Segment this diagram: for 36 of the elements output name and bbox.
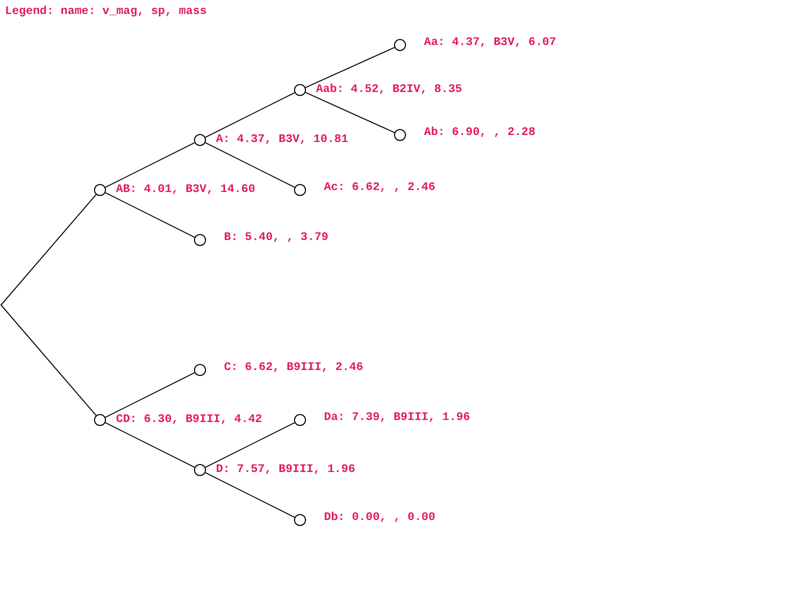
node-label: Ab: 6.90, , 2.28 [424, 127, 536, 139]
circle-node [194, 134, 206, 146]
circle-node [394, 129, 406, 141]
circle-node [94, 184, 106, 196]
node-label: Aab: 4.52, B2IV, 8.35 [316, 84, 462, 96]
connector-line [304, 92, 396, 134]
node-label: A: 4.37, B3V, 10.81 [216, 134, 348, 146]
circle-node [294, 414, 306, 426]
connector-line [104, 142, 196, 188]
node-label: Da: 7.39, B9III, 1.96 [324, 412, 470, 424]
node-label: CD: 6.30, B9III, 4.42 [116, 414, 262, 426]
connector-line [104, 422, 196, 468]
circle-node [194, 234, 206, 246]
connector-line [304, 46, 396, 88]
node-label: C: 6.62, B9III, 2.46 [224, 362, 364, 374]
circle-node [394, 39, 406, 51]
node-label: Db: 0.00, , 0.00 [324, 512, 436, 524]
node-label: Ac: 6.62, , 2.46 [324, 182, 436, 194]
circle-node [94, 414, 106, 426]
node-label: AB: 4.01, B3V, 14.60 [116, 184, 256, 196]
node-label: D: 7.57, B9III, 1.96 [216, 464, 356, 476]
connector-line [104, 192, 196, 238]
circle-node [194, 364, 206, 376]
circle-node [294, 84, 306, 96]
connector-line [204, 422, 296, 468]
circle-node [294, 514, 306, 526]
legend-text: Legend: name: v_mag, sp, mass [5, 6, 207, 18]
connector-line [204, 472, 296, 518]
circle-node [294, 184, 306, 196]
connector-line [104, 372, 196, 418]
circle-node [194, 464, 206, 476]
node-label: Aa: 4.37, B3V, 6.07 [424, 37, 556, 49]
connector-line [0, 194, 97, 416]
connector-line [204, 92, 296, 138]
connector-line [204, 142, 296, 188]
node-label: B: 5.40, , 3.79 [224, 232, 328, 244]
